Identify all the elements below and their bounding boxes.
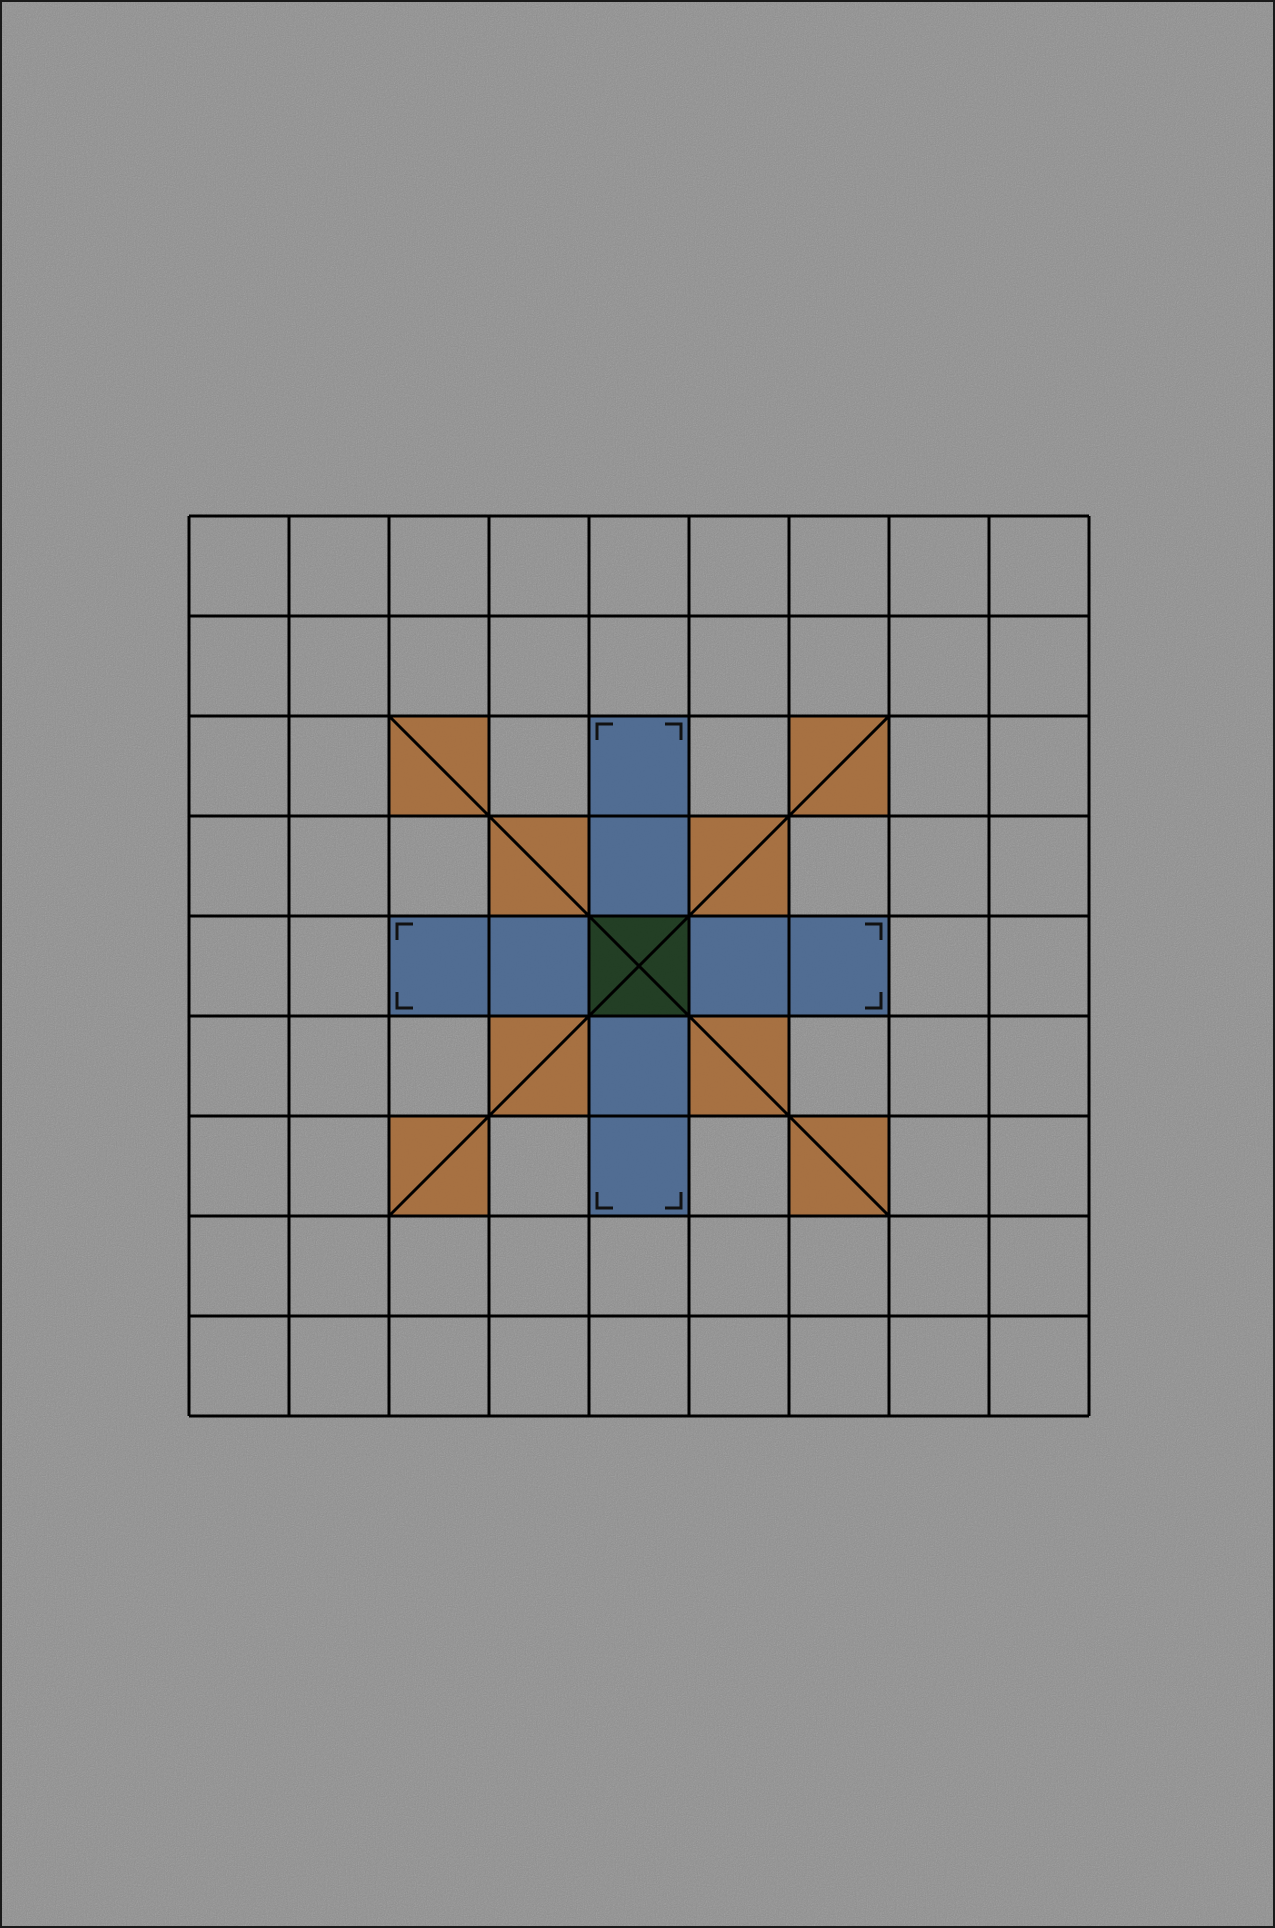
board-square[interactable] xyxy=(389,1216,489,1316)
board-square[interactable] xyxy=(989,616,1089,716)
diagonal-line xyxy=(687,814,791,918)
corner-mark-icon xyxy=(665,722,683,740)
board-square[interactable] xyxy=(689,516,789,616)
board-square[interactable] xyxy=(789,816,889,916)
board-square[interactable] xyxy=(289,1216,389,1316)
board-square[interactable] xyxy=(289,816,389,916)
corner-mark-icon xyxy=(395,992,413,1010)
board-square[interactable] xyxy=(389,816,489,916)
board-square[interactable] xyxy=(189,1316,289,1416)
board-square[interactable] xyxy=(489,716,589,816)
board-square[interactable] xyxy=(289,616,389,716)
board-square[interactable] xyxy=(789,1016,889,1116)
board-square[interactable] xyxy=(689,1216,789,1316)
board-square[interactable] xyxy=(789,1316,889,1416)
board-square[interactable] xyxy=(589,1216,689,1316)
board-square[interactable] xyxy=(489,1316,589,1416)
board-square[interactable] xyxy=(689,1316,789,1416)
board-square[interactable] xyxy=(589,616,689,716)
board-square[interactable] xyxy=(489,1216,589,1316)
board-square[interactable] xyxy=(989,1216,1089,1316)
board-square[interactable] xyxy=(989,916,1089,1016)
blue-highlight-square[interactable] xyxy=(589,816,689,916)
board-square[interactable] xyxy=(989,1016,1089,1116)
board-square[interactable] xyxy=(889,1216,989,1316)
corner-mark-icon xyxy=(665,1192,683,1210)
corner-mark-icon xyxy=(865,922,883,940)
board-square[interactable] xyxy=(289,1316,389,1416)
board-square[interactable] xyxy=(789,1216,889,1316)
board-square[interactable] xyxy=(389,1316,489,1416)
blue-highlight-square[interactable] xyxy=(389,916,489,1016)
board-square[interactable] xyxy=(889,816,989,916)
board-square[interactable] xyxy=(989,1116,1089,1216)
corner-mark-icon xyxy=(595,1192,613,1210)
board-square[interactable] xyxy=(289,716,389,816)
board-square[interactable] xyxy=(189,516,289,616)
blue-highlight-square[interactable] xyxy=(589,1116,689,1216)
board-square[interactable] xyxy=(489,616,589,716)
diagonal-line xyxy=(487,1014,591,1118)
board-square[interactable] xyxy=(189,716,289,816)
board-square[interactable] xyxy=(689,1116,789,1216)
diagonal-line xyxy=(387,1114,491,1218)
board-square[interactable] xyxy=(989,516,1089,616)
board-square[interactable] xyxy=(889,716,989,816)
board-square[interactable] xyxy=(389,616,489,716)
board-square[interactable] xyxy=(889,516,989,616)
board-square[interactable] xyxy=(589,516,689,616)
board-square[interactable] xyxy=(589,1316,689,1416)
board-square[interactable] xyxy=(189,1216,289,1316)
blue-highlight-square[interactable] xyxy=(489,916,589,1016)
board-square[interactable] xyxy=(689,716,789,816)
diagonal-line xyxy=(587,914,691,1018)
board-square[interactable] xyxy=(989,716,1089,816)
diagonal-line xyxy=(487,814,591,918)
board-square[interactable] xyxy=(889,1116,989,1216)
blue-highlight-square[interactable] xyxy=(689,916,789,1016)
diagonal-lines xyxy=(387,714,891,1218)
board-square[interactable] xyxy=(889,616,989,716)
board-square[interactable] xyxy=(489,516,589,616)
board-square[interactable] xyxy=(289,1016,389,1116)
diagonal-line xyxy=(387,714,491,818)
board-square[interactable] xyxy=(889,1016,989,1116)
board-square[interactable] xyxy=(189,1016,289,1116)
board-square[interactable] xyxy=(789,616,889,716)
board-square[interactable] xyxy=(289,516,389,616)
board-square[interactable] xyxy=(289,1116,389,1216)
board-square[interactable] xyxy=(789,516,889,616)
corner-mark-icon xyxy=(395,922,413,940)
board-square[interactable] xyxy=(689,616,789,716)
corner-mark-icon xyxy=(865,992,883,1010)
grid-lines xyxy=(187,514,1091,1418)
board-square[interactable] xyxy=(389,1016,489,1116)
board-square[interactable] xyxy=(189,616,289,716)
board-square[interactable] xyxy=(889,916,989,1016)
diagonal-line xyxy=(787,714,891,818)
board-square[interactable] xyxy=(489,1116,589,1216)
blue-highlight-square[interactable] xyxy=(589,1016,689,1116)
board-square[interactable] xyxy=(189,916,289,1016)
diagonal-line xyxy=(787,1114,891,1218)
board-square[interactable] xyxy=(889,1316,989,1416)
blue-highlight-square[interactable] xyxy=(589,716,689,816)
board-square[interactable] xyxy=(389,516,489,616)
board-square[interactable] xyxy=(289,916,389,1016)
diagonal-line xyxy=(687,1014,791,1118)
corner-marks xyxy=(395,722,883,1210)
board-square[interactable] xyxy=(989,1316,1089,1416)
board-square[interactable] xyxy=(989,816,1089,916)
corner-mark-icon xyxy=(595,722,613,740)
blue-highlight-square[interactable] xyxy=(789,916,889,1016)
board-square[interactable] xyxy=(189,816,289,916)
board-square[interactable] xyxy=(189,1116,289,1216)
